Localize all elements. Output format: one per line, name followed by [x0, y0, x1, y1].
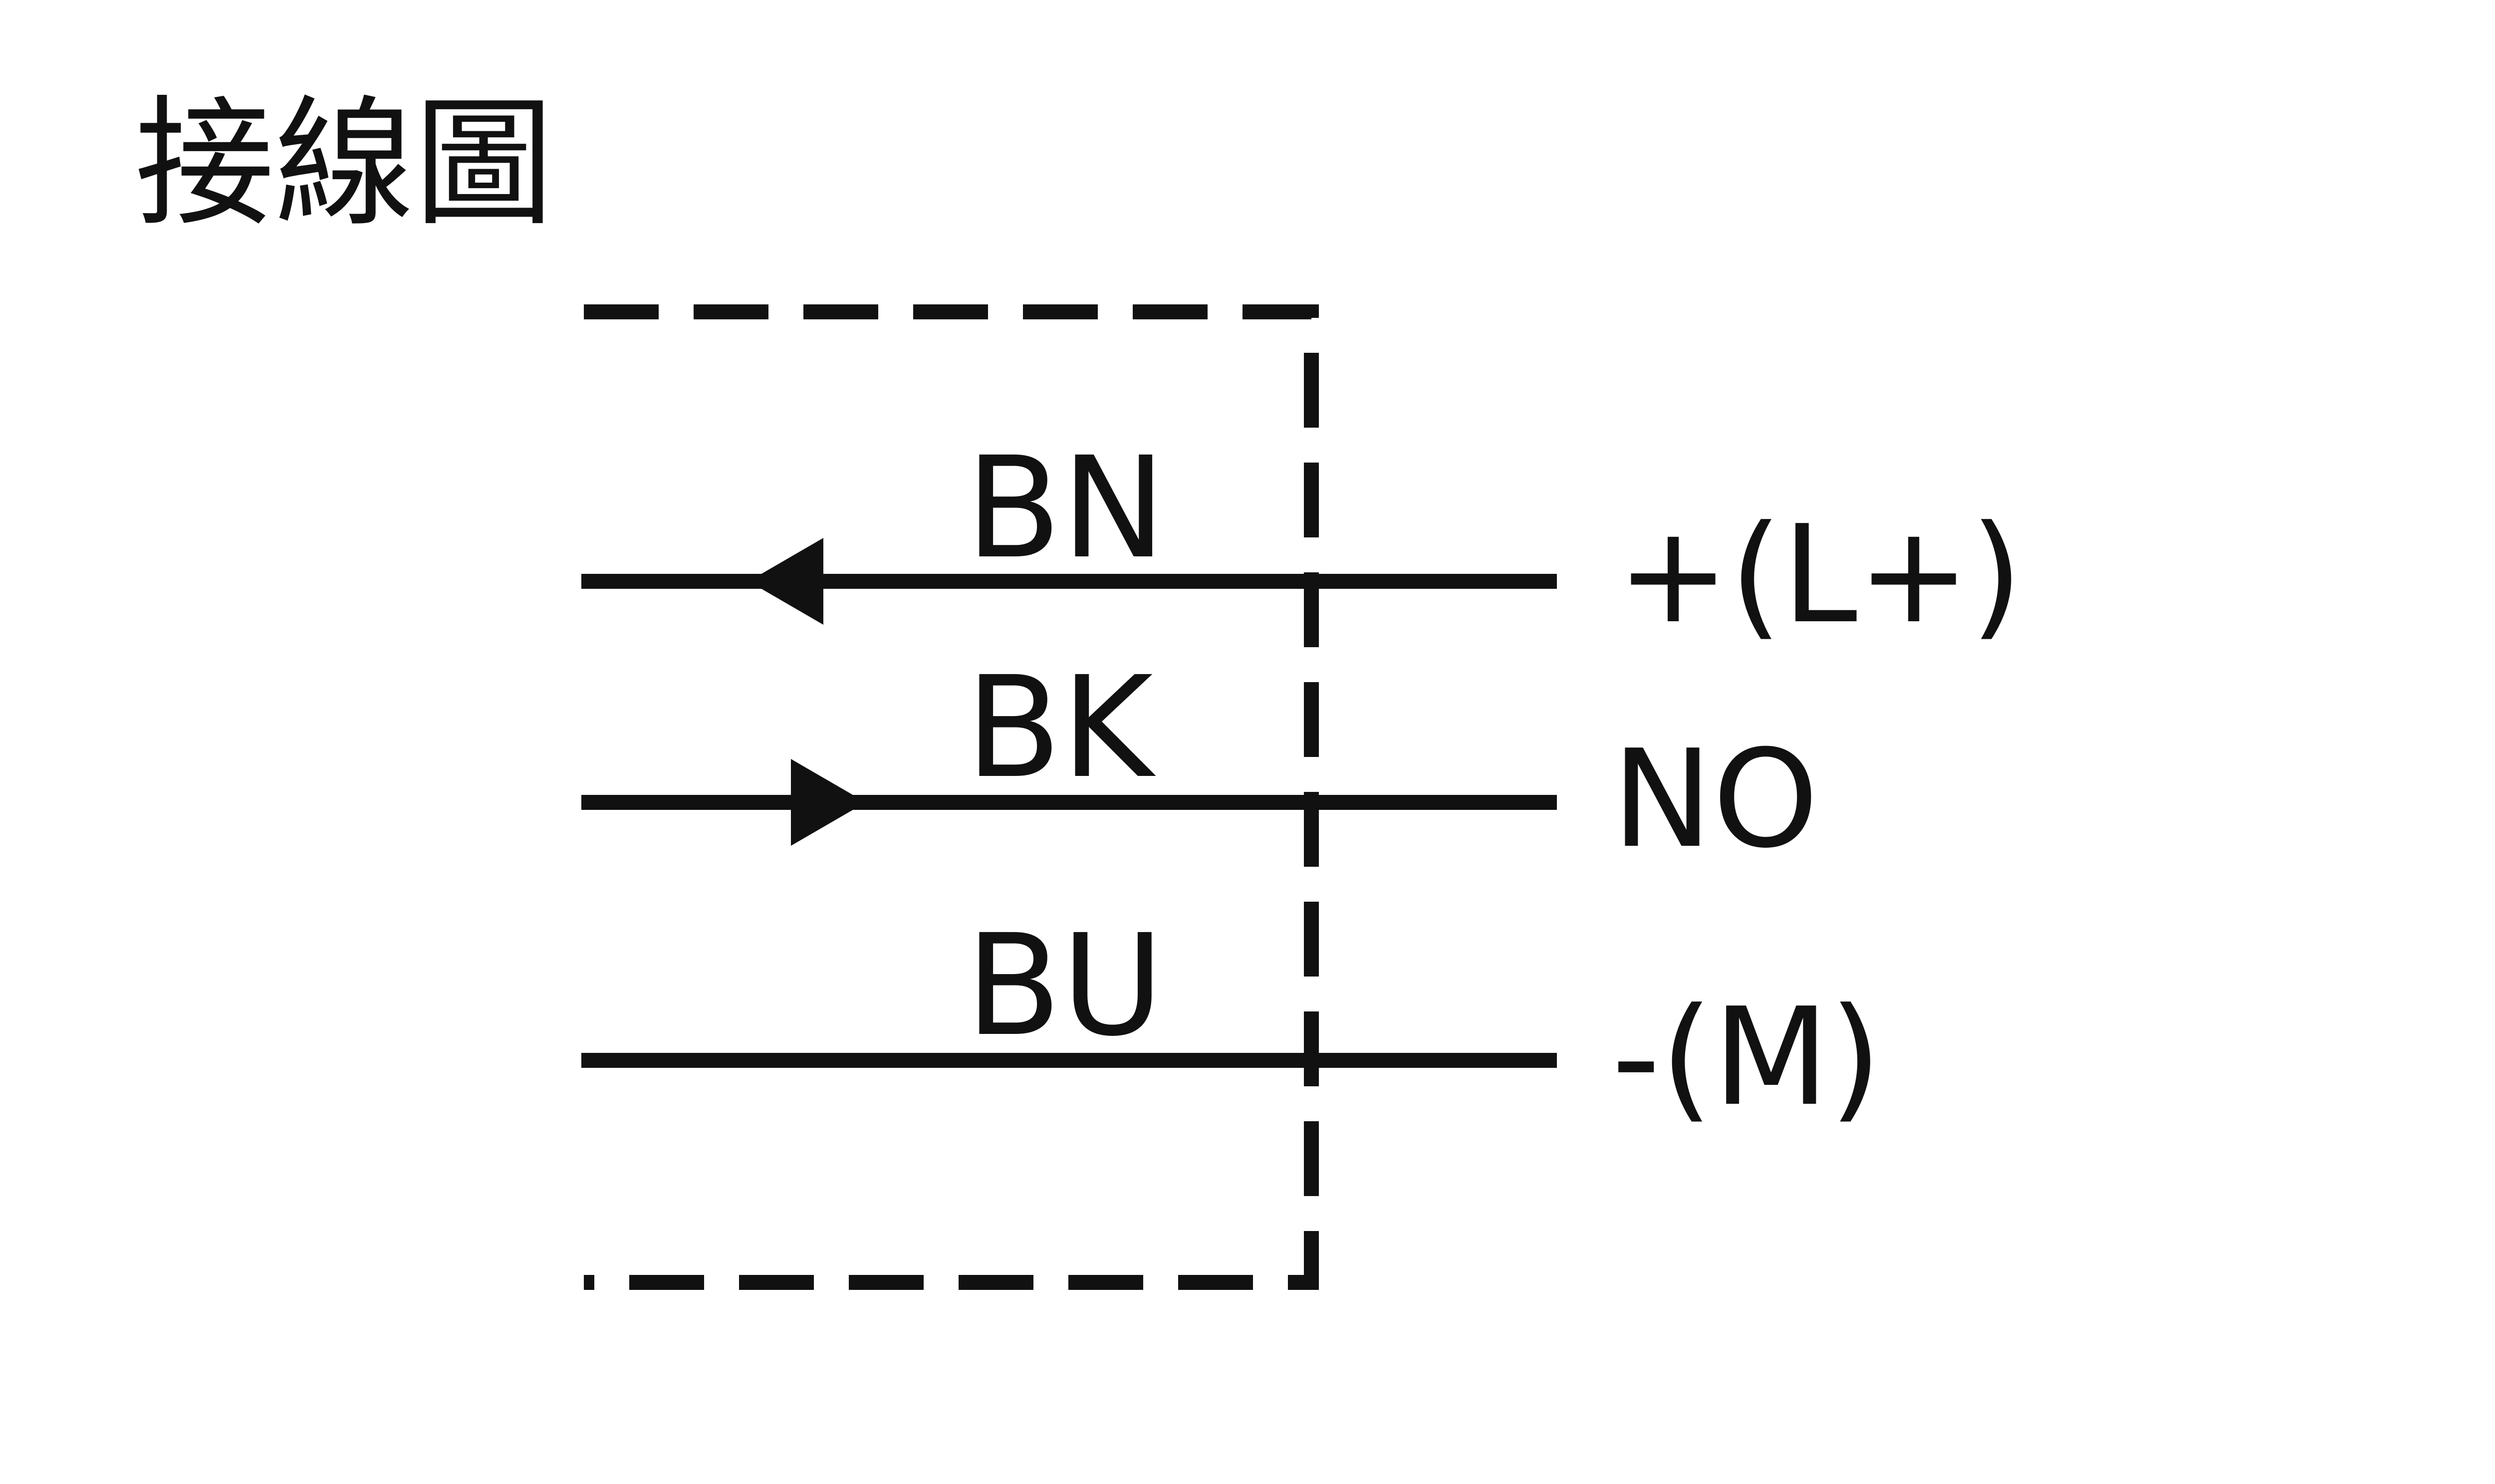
wire-bu: BU -(M) — [581, 905, 1882, 1136]
wire-bk: BK NO — [581, 647, 1819, 878]
wire-bu-code: BU — [966, 905, 1164, 1067]
wire-bk-arrow-right-icon — [791, 759, 866, 846]
wire-bn-terminal: +(L+) — [1617, 496, 2023, 653]
wire-bn: BN +(L+) — [581, 427, 2023, 653]
wire-bu-terminal: -(M) — [1612, 979, 1882, 1136]
wire-bn-arrow-left-icon — [748, 538, 823, 625]
wire-bn-code: BN — [966, 427, 1166, 590]
wire-bk-terminal: NO — [1612, 721, 1819, 878]
wire-bk-code: BK — [966, 647, 1158, 809]
diagram-title: 接線圖 — [135, 83, 554, 246]
